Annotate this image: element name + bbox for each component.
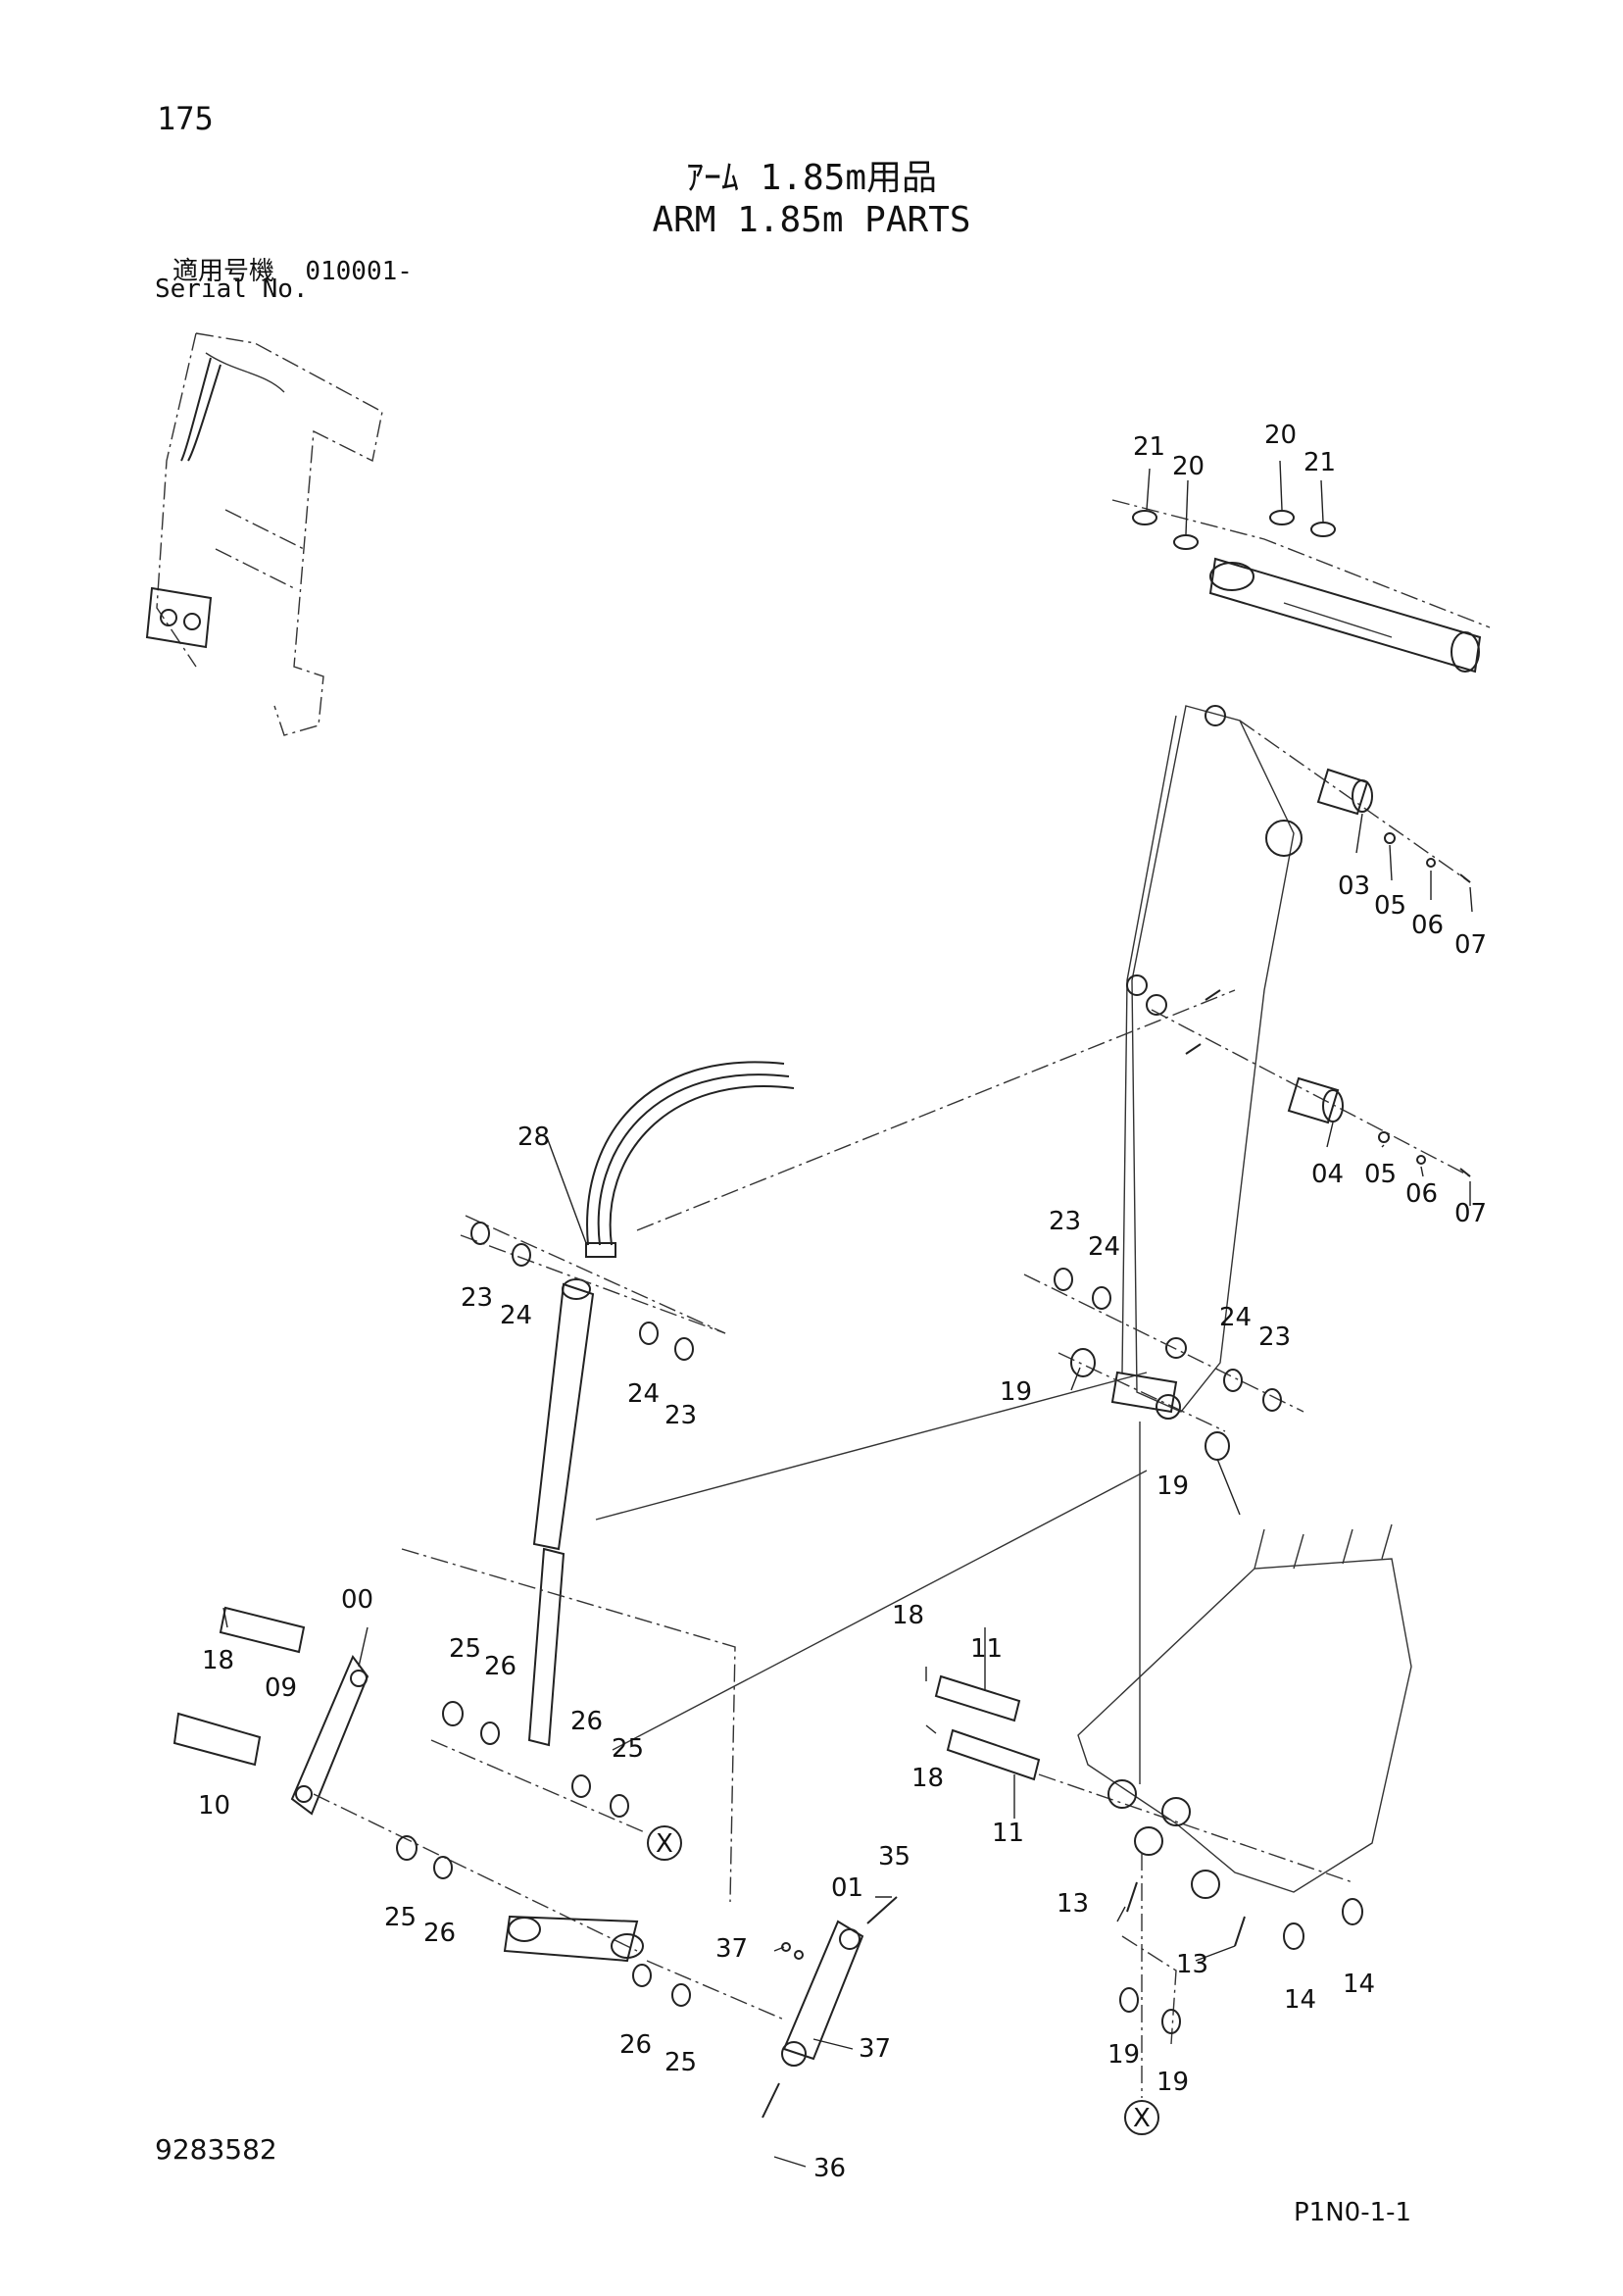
callout-28: 28 — [517, 1123, 550, 1152]
callout-20: 20 — [1264, 421, 1297, 450]
callout-21: 21 — [1303, 448, 1336, 477]
bucket-assembly — [934, 1422, 1412, 2098]
callout-23: 23 — [664, 1401, 697, 1430]
callout-18: 18 — [892, 1601, 924, 1630]
callout-11: 11 — [992, 1819, 1024, 1848]
callout-24: 24 — [1219, 1303, 1252, 1332]
callout-23: 23 — [1049, 1207, 1081, 1236]
callout-24: 24 — [500, 1301, 532, 1330]
callout-01: 01 — [831, 1873, 863, 1903]
callout-07: 07 — [1454, 1199, 1487, 1228]
callout-36: 36 — [813, 2154, 846, 2183]
middle-washer-group — [595, 1268, 1304, 1521]
callout-26: 26 — [423, 1919, 456, 1948]
callout-26: 26 — [484, 1652, 516, 1681]
callout-26: 26 — [570, 1707, 603, 1736]
title-english: ARM 1.85m PARTS — [652, 200, 971, 240]
callout-37: 37 — [859, 2034, 891, 2064]
title-japanese: ｱｰﾑ 1.85m用品 — [685, 158, 938, 198]
callout-20: 20 — [1172, 452, 1205, 481]
callout-25: 25 — [449, 1634, 481, 1664]
callout-19: 19 — [1156, 2068, 1189, 2097]
bucket-cylinder-top — [1111, 499, 1491, 674]
callout-14: 14 — [1343, 1970, 1375, 1999]
side-link-01 — [762, 1896, 898, 2119]
link-assembly — [172, 1470, 1148, 2021]
callout-11: 11 — [970, 1634, 1003, 1664]
machine-thumbnail — [145, 332, 383, 736]
callout-04: 04 — [1311, 1160, 1344, 1189]
serial-label-english: Serial No. — [155, 275, 309, 304]
reference-x-marker-b — [1124, 2100, 1159, 2135]
callout-13: 13 — [1176, 1950, 1208, 1979]
reference-x-marker-a — [647, 1825, 682, 1861]
callout-26: 26 — [619, 2030, 652, 2060]
callout-24: 24 — [627, 1379, 660, 1409]
callout-03: 03 — [1338, 872, 1370, 901]
callout-35: 35 — [878, 1842, 910, 1872]
arm-body — [1121, 705, 1303, 1420]
callout-00: 00 — [341, 1585, 373, 1615]
callout-19: 19 — [1107, 2040, 1140, 2070]
callout-24: 24 — [1088, 1232, 1120, 1262]
callout-37: 37 — [715, 1934, 748, 1964]
callout-05: 05 — [1364, 1160, 1397, 1189]
callout-18: 18 — [202, 1646, 234, 1675]
callout-25: 25 — [384, 1903, 417, 1932]
callout-06: 06 — [1405, 1179, 1438, 1209]
page-code: P1N0-1-1 — [1294, 2198, 1412, 2227]
callout-23: 23 — [1258, 1323, 1291, 1352]
callout-09: 09 — [265, 1673, 297, 1703]
serial-label-jp-text: 適用号機 — [172, 257, 275, 286]
callout-05: 05 — [1374, 891, 1406, 921]
hoses-28 — [585, 1061, 795, 1258]
callout-23: 23 — [461, 1283, 493, 1313]
serial-value: 010001- — [305, 257, 413, 286]
callout-18: 18 — [911, 1764, 944, 1793]
callout-25: 25 — [612, 1734, 644, 1764]
serial-label-japanese: 適用号機 010001- — [172, 251, 413, 287]
callout-leaders — [222, 460, 1473, 2168]
reference-x-label-b: X — [1133, 2104, 1151, 2133]
callout-labels: 21 20 20 21 03 05 06 07 04 05 06 07 28 2… — [198, 421, 1487, 2183]
callout-14: 14 — [1284, 1985, 1316, 2015]
callout-19: 19 — [1000, 1377, 1032, 1407]
callout-21: 21 — [1133, 432, 1165, 462]
reference-x-label-a: X — [656, 1829, 673, 1859]
bucket-cylinder — [460, 989, 1236, 1747]
callout-10: 10 — [198, 1791, 230, 1821]
document-number: 9283582 — [155, 2133, 277, 2166]
callout-06: 06 — [1411, 911, 1444, 940]
page-number: 175 — [157, 100, 214, 137]
callout-13: 13 — [1057, 1889, 1089, 1919]
callout-07: 07 — [1454, 930, 1487, 960]
callout-19: 19 — [1156, 1472, 1189, 1501]
callout-25: 25 — [664, 2048, 697, 2077]
pin-assemblies-03-04 — [1151, 720, 1471, 1177]
